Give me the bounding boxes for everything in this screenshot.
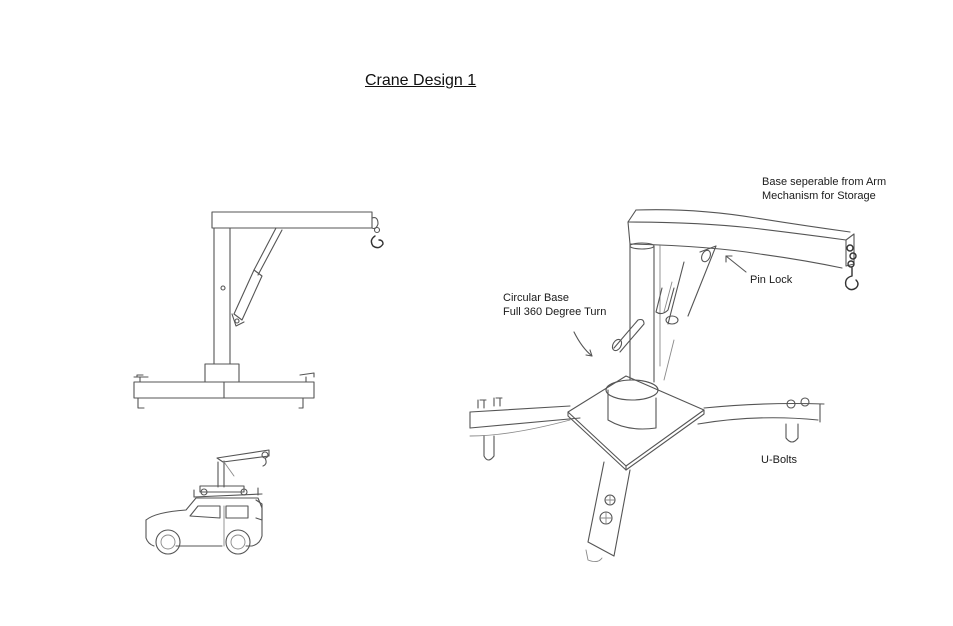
page-title: Crane Design 1 <box>365 72 477 89</box>
storage-note-line2: Mechanism for Storage <box>762 190 876 202</box>
circular-base-note: Circular Base Full 360 Degree Turn <box>503 291 606 319</box>
u-bolts-label: U-Bolts <box>761 454 798 466</box>
storage-note-line1: Base seperable from Arm <box>762 176 887 188</box>
circular-base-line1: Circular Base <box>503 292 570 304</box>
circular-base-line2: Full 360 Degree Turn <box>503 306 607 318</box>
storage-note: Base seperable from Arm Mechanism for St… <box>762 175 886 203</box>
vehicle-mounted-crane <box>145 449 270 555</box>
pin-lock-label: Pin Lock <box>750 274 793 286</box>
perspective-crane <box>469 209 859 563</box>
side-view-crane <box>133 211 384 409</box>
